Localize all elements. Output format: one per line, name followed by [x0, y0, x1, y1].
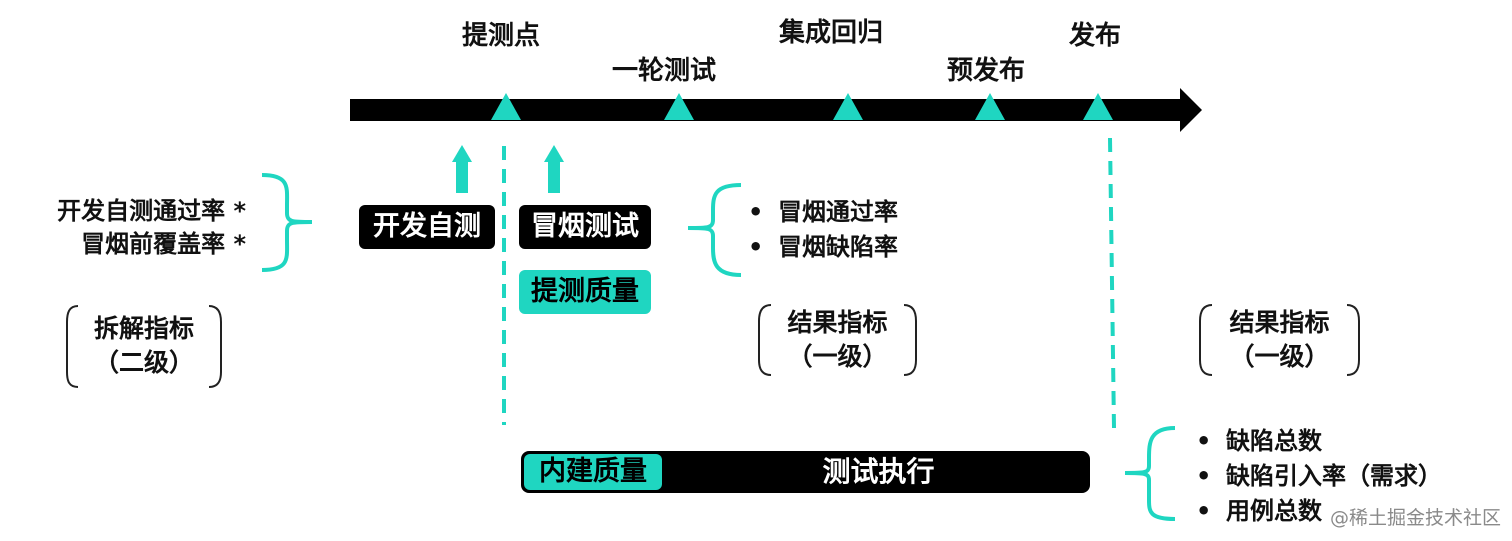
- left-box-subtitle: （二级）: [93, 348, 194, 377]
- smoke-box-open-paren: [758, 304, 772, 376]
- bullet-icon: •: [748, 233, 764, 261]
- left-indicator-box: 拆解指标 （二级）: [72, 312, 216, 380]
- smoke-box-title: 结果指标: [787, 308, 888, 337]
- smoke-metric-label: 冒烟缺陷率: [778, 233, 898, 261]
- up-arrow-icon: [452, 145, 472, 193]
- right-metric-label: 用例总数: [1226, 497, 1322, 525]
- smoke-metric-item: • 冒烟通过率: [748, 195, 898, 230]
- smoke-box-subtitle: （一级）: [787, 342, 888, 371]
- bullet-icon: •: [1196, 497, 1212, 525]
- smoke-indicator-box: 结果指标 （一级）: [764, 306, 911, 374]
- right-metric-item: • 用例总数: [1196, 494, 1442, 529]
- bullet-icon: •: [1196, 462, 1212, 490]
- submit-quality-pill: 提测质量: [519, 270, 651, 314]
- smoke-metric-label: 冒烟通过率: [778, 198, 898, 226]
- milestone-label-submit: 提测点: [462, 21, 541, 51]
- milestone-marker-integration: [833, 93, 863, 120]
- right-metric-item: • 缺陷总数: [1196, 424, 1442, 459]
- smoke-metrics-list: • 冒烟通过率 • 冒烟缺陷率: [748, 195, 898, 265]
- bullet-icon: •: [1196, 427, 1212, 455]
- release-dashed-line: [1108, 137, 1116, 429]
- right-box-title: 结果指标: [1229, 308, 1330, 337]
- milestone-marker-round1: [664, 93, 694, 120]
- dev-self-test-pill: 开发自测: [359, 205, 495, 249]
- right-box-subtitle: （一级）: [1229, 342, 1330, 371]
- milestone-marker-prerelease: [975, 93, 1005, 120]
- left-box-open-paren: [66, 305, 79, 388]
- execution-bar: 内建质量 测试执行: [521, 451, 1090, 493]
- test-execution-segment: 测试执行: [822, 455, 935, 488]
- watermark: @稀土掘金技术社区: [1330, 507, 1502, 529]
- left-metric-item: 冒烟前覆盖率 *: [81, 230, 246, 258]
- right-metrics-list: • 缺陷总数 • 缺陷引入率（需求） • 用例总数: [1196, 424, 1442, 529]
- right-metric-label: 缺陷引入率（需求）: [1226, 462, 1442, 490]
- built-in-quality-segment: 内建质量: [524, 454, 662, 490]
- right-indicator-box: 结果指标 （一级）: [1205, 306, 1354, 374]
- milestone-marker-release: [1083, 93, 1113, 120]
- left-metrics-list: 开发自测通过率 * 冒烟前覆盖率 *: [10, 195, 246, 261]
- timeline-bar: [350, 99, 1182, 121]
- right-metric-label: 缺陷总数: [1226, 427, 1322, 455]
- smoke-box-close-paren: [903, 304, 917, 376]
- right-box-open-paren: [1199, 304, 1213, 376]
- milestone-label-prerelease: 预发布: [947, 56, 1026, 86]
- timeline-arrowhead: [1180, 88, 1202, 132]
- smoke-metrics-brace: [687, 183, 742, 277]
- right-metric-item: • 缺陷引入率（需求）: [1196, 459, 1442, 494]
- milestone-label-integration: 集成回归: [779, 18, 884, 48]
- up-arrow-icon: [544, 145, 564, 193]
- milestone-label-release: 发布: [1069, 21, 1122, 51]
- milestone-marker-submit: [491, 93, 521, 120]
- left-box-title: 拆解指标: [93, 314, 194, 343]
- bullet-icon: •: [748, 198, 764, 226]
- left-metrics-brace: [261, 173, 313, 272]
- right-box-close-paren: [1346, 304, 1360, 376]
- right-metrics-brace: [1124, 426, 1176, 521]
- milestone-label-round1: 一轮测试: [612, 56, 717, 86]
- smoke-metric-item: • 冒烟缺陷率: [748, 230, 898, 265]
- left-metric-item: 开发自测通过率 *: [57, 197, 246, 225]
- left-box-close-paren: [208, 305, 222, 388]
- smoke-test-pill: 冒烟测试: [519, 205, 651, 249]
